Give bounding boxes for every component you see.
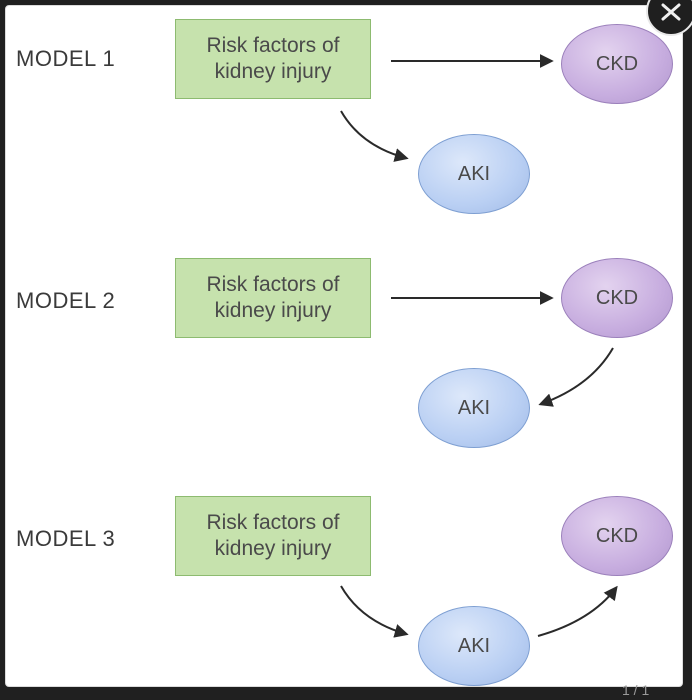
model-2-label: MODEL 2 <box>16 288 116 313</box>
arrows-layer <box>340 54 618 638</box>
model-2-ckd-node: CKD <box>561 258 673 338</box>
model-1-label: MODEL 1 <box>16 46 116 71</box>
model-2-risk-line2: kidney injury <box>214 299 332 322</box>
model-2-aki-node: AKI <box>418 368 530 448</box>
model-3-risk-line2: kidney injury <box>214 537 332 560</box>
model-1-risk-to-aki-arrow <box>340 110 409 162</box>
model-3-ckd-node: CKD <box>561 496 673 576</box>
page-indicator: 1 / 1 <box>622 682 650 698</box>
model-1-risk-line2: kidney injury <box>214 60 332 83</box>
diagram-canvas: MODEL 1 Risk factors of kidney injury CK… <box>5 5 683 687</box>
model-3-label: MODEL 3 <box>16 526 116 551</box>
model-1-aki-node: AKI <box>418 134 530 214</box>
model-2-risk-box: Risk factors of kidney injury <box>175 258 371 338</box>
model-3-risk-to-aki-arrow <box>340 585 409 638</box>
model-1-risk-box: Risk factors of kidney injury <box>175 19 371 99</box>
model-2-ckd-to-aki-arrow <box>538 347 614 407</box>
model-3-aki-to-ckd-arrow <box>537 585 618 637</box>
model-3-aki-node: AKI <box>418 606 530 686</box>
model-2-risk-line1: Risk factors of <box>206 273 340 296</box>
close-icon <box>661 3 681 21</box>
model-1-ckd-node: CKD <box>561 24 673 104</box>
model-3-risk-line1: Risk factors of <box>206 511 340 534</box>
model-1-risk-line1: Risk factors of <box>206 34 340 57</box>
close-button[interactable] <box>646 0 692 36</box>
model-3-risk-box: Risk factors of kidney injury <box>175 496 371 576</box>
